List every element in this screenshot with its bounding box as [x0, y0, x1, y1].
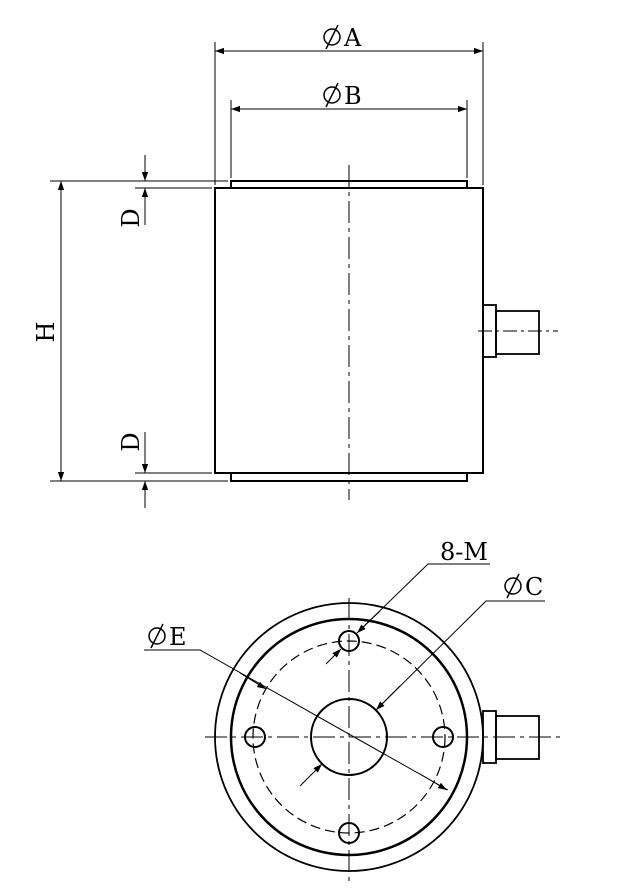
label-dim-e: E [148, 623, 187, 651]
diameter-symbol-icon [323, 24, 341, 50]
dim-h-text: H [32, 322, 60, 343]
side-view [50, 42, 558, 508]
leader-holes-arrow [356, 610, 381, 634]
leader-holes [357, 563, 490, 633]
diameter-symbol-icon [148, 623, 166, 649]
leader-bore-arrow [375, 685, 401, 711]
label-dim-a: A [323, 24, 362, 52]
leader-holes-arrow-back [325, 648, 342, 665]
leader-bore-arrow-back [299, 763, 323, 787]
dim-b-text: B [344, 82, 362, 110]
label-dim-c: C [504, 573, 543, 601]
diameter-symbol-icon [323, 82, 341, 108]
top-view [144, 563, 560, 882]
connector-body [495, 310, 540, 355]
dim-d-bottom-text: D [117, 432, 145, 451]
leader-bolt-circle-arrow-left [239, 672, 267, 690]
side-view-labels: A B H D D [32, 24, 362, 452]
dim-d-top-text: D [117, 208, 145, 227]
dim-a-text: A [343, 24, 362, 52]
leader-bolt-circle [144, 649, 449, 791]
top-view-labels: 8-M C E [148, 538, 543, 651]
leader-bore [375, 600, 545, 711]
top-connector-body [495, 715, 540, 760]
dim-e-text: E [169, 623, 187, 651]
dim-holes-text: 8-M [440, 538, 488, 566]
label-dim-b: B [323, 82, 362, 110]
leader-bolt-circle-arrow-right [419, 773, 448, 791]
dim-c-text: C [525, 573, 543, 601]
diameter-symbol-icon [504, 573, 522, 599]
